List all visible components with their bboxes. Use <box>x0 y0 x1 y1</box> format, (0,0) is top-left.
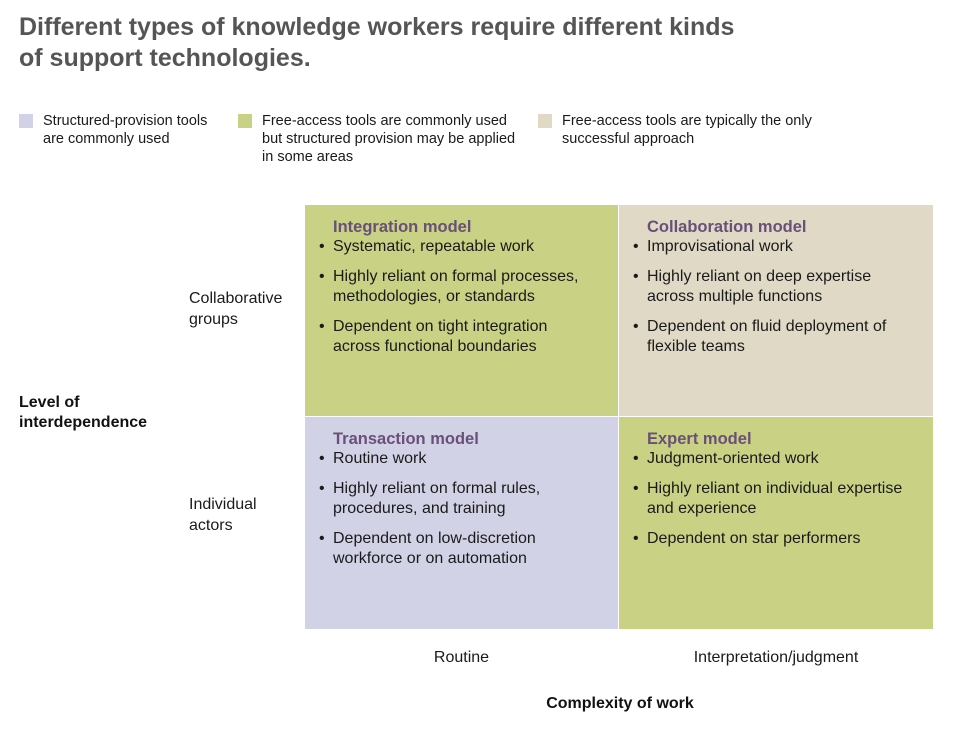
quadrant-title: Expert model <box>647 430 752 448</box>
bullet-dot: • <box>633 318 639 335</box>
bullet-dot: • <box>633 268 639 285</box>
legend-swatch-free-access-only <box>538 114 552 128</box>
bullet-item: •Highly reliant on formal rules,procedur… <box>319 480 541 517</box>
quadrant-title: Transaction model <box>333 430 479 448</box>
page-title-line-2: of support technologies. <box>19 44 311 72</box>
bullet-dot: • <box>319 238 325 255</box>
bullet-dot: • <box>633 450 639 467</box>
page-title: Different types of knowledge workers req… <box>19 12 919 74</box>
row-label-individual-actors: Individual actors <box>189 496 257 534</box>
bullet-dot: • <box>319 268 325 285</box>
legend-text-free-access-only: Free-access tools are typically the only… <box>562 113 812 147</box>
bullet-item: •Systematic, repeatable work <box>319 238 534 255</box>
bullet-dot: • <box>319 530 325 547</box>
bullet-dot: • <box>633 480 639 497</box>
row-label-collaborative-groups: Collaborative groups <box>189 290 283 328</box>
legend-text-structured: Structured-provision tools are commonly … <box>43 113 208 147</box>
quadrant-transaction-model: Transaction model •Routine work •Highly … <box>305 417 618 629</box>
bullet-list: •Routine work •Highly reliant on formal … <box>319 449 614 579</box>
bullet-item: •Highly reliant on formal processes,meth… <box>319 268 579 305</box>
page-title-line-1: Different types of knowledge workers req… <box>19 13 735 41</box>
bullet-item: •Routine work <box>319 450 427 467</box>
bullet-dot: • <box>633 530 639 547</box>
legend-swatch-free-access-common <box>238 114 252 128</box>
col-label-routine: Routine <box>433 649 490 666</box>
bullet-item: •Improvisational work <box>633 238 793 255</box>
legend-swatch-structured <box>19 114 33 128</box>
bullet-dot: • <box>319 480 325 497</box>
bullet-list: •Systematic, repeatable work •Highly rel… <box>319 237 614 367</box>
bullet-list: •Improvisational work •Highly reliant on… <box>633 237 928 367</box>
y-axis-title: Level of interdependence <box>19 394 148 431</box>
quadrant-title: Collaboration model <box>647 218 807 236</box>
bullet-list: •Judgment-oriented work •Highly reliant … <box>633 449 928 559</box>
bullet-item: •Dependent on star performers <box>633 530 861 547</box>
bullet-dot: • <box>319 450 325 467</box>
quadrant-integration-model: Integration model •Systematic, repeatabl… <box>305 205 618 416</box>
bullet-item: •Judgment-oriented work <box>633 450 819 467</box>
quadrant-collaboration-model: Collaboration model •Improvisational wor… <box>619 205 933 416</box>
x-axis-title: Complexity of work <box>546 695 694 712</box>
col-label-interpretation-judgment: Interpretation/judgment <box>693 649 859 666</box>
bullet-dot: • <box>633 238 639 255</box>
quadrant-expert-model: Expert model •Judgment-oriented work •Hi… <box>619 417 933 629</box>
legend-text-free-access-common: Free-access tools are commonly used but … <box>262 113 516 165</box>
quadrant-title: Integration model <box>333 218 472 236</box>
bullet-dot: • <box>319 318 325 335</box>
